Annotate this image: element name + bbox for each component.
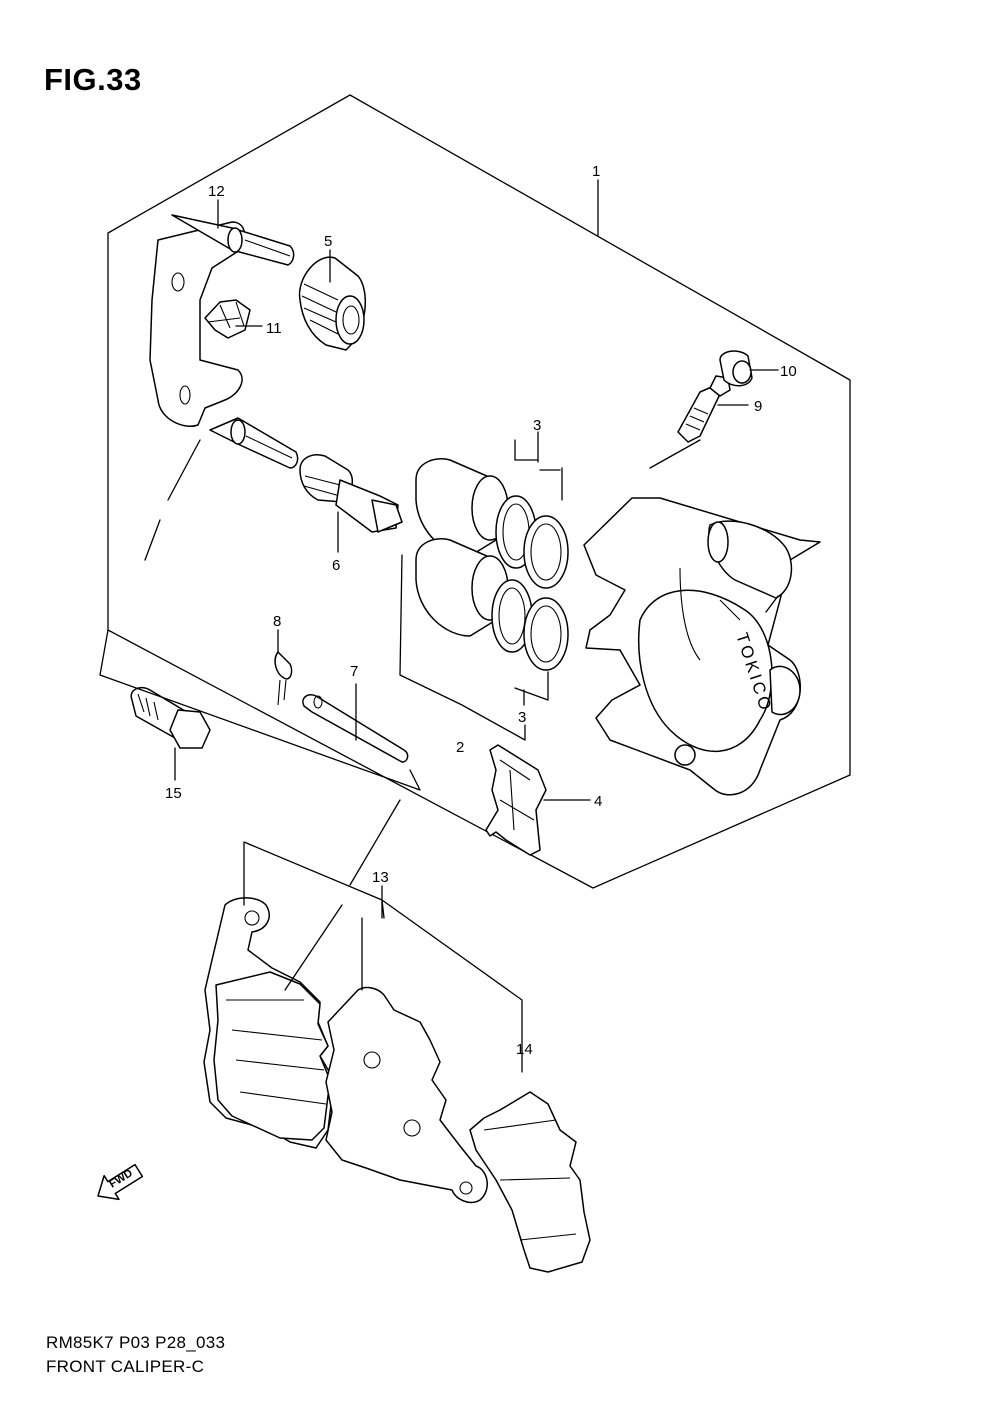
callout-2: 2 bbox=[456, 739, 464, 756]
callout-5: 5 bbox=[324, 233, 332, 250]
callout-11: 11 bbox=[266, 320, 282, 337]
callout-3a: 3 bbox=[533, 417, 541, 434]
figure-title: FIG.33 bbox=[44, 62, 142, 97]
callout-3b: 3 bbox=[518, 709, 526, 726]
callout-9: 9 bbox=[754, 398, 762, 415]
callout-10: 10 bbox=[780, 363, 797, 380]
mounting-bolt bbox=[130, 686, 211, 749]
callout-15: 15 bbox=[165, 785, 182, 802]
pad-pin bbox=[302, 694, 409, 763]
slide-pin bbox=[299, 454, 403, 533]
bleeder-screw-and-cap bbox=[677, 350, 753, 443]
dash-line-b bbox=[349, 799, 401, 886]
pad-spring bbox=[485, 744, 547, 856]
forward-direction-arrow bbox=[97, 1163, 144, 1201]
callout-12: 12 bbox=[208, 183, 225, 200]
dash-line-a bbox=[144, 439, 201, 561]
separator-line bbox=[99, 629, 421, 791]
caliper-bracket bbox=[149, 214, 299, 469]
callout-4: 4 bbox=[594, 793, 602, 810]
dash-line-d bbox=[765, 595, 779, 613]
callout-14: 14 bbox=[516, 1041, 533, 1058]
cotter-pin bbox=[274, 651, 293, 706]
pad-spring-clip bbox=[204, 299, 251, 339]
pin-boot bbox=[298, 256, 367, 351]
callout-13: 13 bbox=[372, 869, 389, 886]
dash-line-c bbox=[649, 439, 701, 469]
callout-1: 1 bbox=[592, 163, 600, 180]
caliper-body bbox=[583, 497, 821, 796]
diagram-code: RM85K7 P03 P28_033 bbox=[46, 1333, 226, 1352]
brake-pad-set bbox=[203, 841, 591, 1273]
pistons-and-seals bbox=[399, 439, 569, 741]
callout-6: 6 bbox=[332, 557, 340, 574]
callout-8: 8 bbox=[273, 613, 281, 630]
callout-7: 7 bbox=[350, 663, 358, 680]
diagram-name: FRONT CALIPER-C bbox=[46, 1357, 205, 1376]
